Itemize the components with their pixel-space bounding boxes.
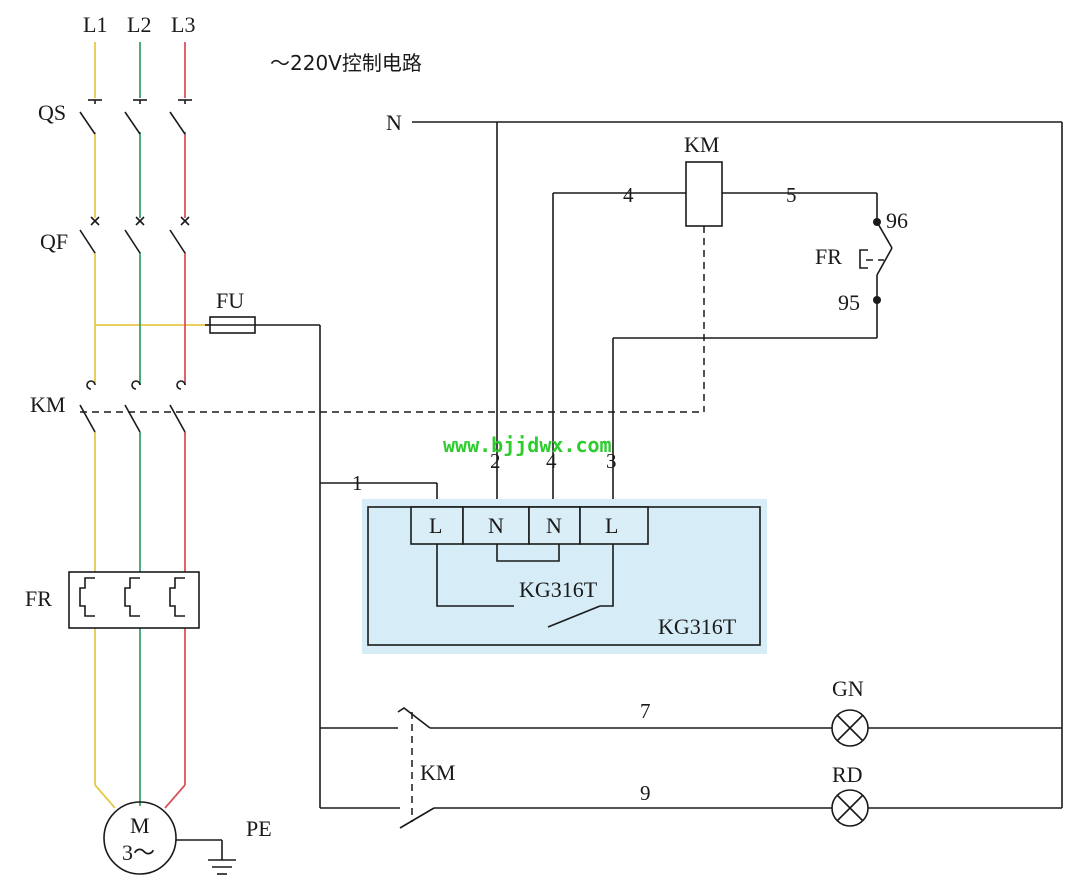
motor: M 3～ PE: [103, 801, 272, 875]
kg316t-terminals: L N N L: [410, 506, 649, 545]
wire-label-9: 9: [640, 781, 651, 805]
label-n: N: [386, 110, 402, 135]
label-qf: QF: [40, 229, 68, 254]
kg316t-outer-label: KG316T: [658, 614, 737, 639]
fuse-fu: FU: [205, 288, 320, 334]
qs-isolator: QS: [38, 99, 192, 135]
kg316t-module: L N N L KG316T KG316T: [362, 499, 767, 654]
label-km-main: KM: [30, 392, 65, 417]
terminal-n-1: N: [488, 513, 504, 538]
terminal-95-dot: [873, 296, 881, 304]
wire-label-4b: 4: [546, 449, 557, 473]
label-fr-power: FR: [25, 586, 52, 611]
label-rd: RD: [832, 762, 863, 787]
label-pe: PE: [246, 816, 272, 841]
phase-labels: L1 L2 L3: [83, 12, 195, 37]
kg316t-inner-label: KG316T: [519, 577, 598, 602]
terminal-n-2: N: [546, 513, 562, 538]
label-l2: L2: [127, 12, 151, 37]
label-l3: L3: [171, 12, 195, 37]
km-coil: [685, 161, 723, 227]
label-96: 96: [886, 208, 908, 233]
phase-l1-line: [94, 42, 210, 809]
motor-circle: [103, 801, 177, 875]
label-km-coil: KM: [684, 132, 719, 157]
wire-label-2: 2: [490, 449, 501, 473]
terminal-96-dot: [873, 218, 881, 226]
wire-label-3: 3: [606, 449, 617, 473]
label-fr-contact: FR: [815, 244, 842, 269]
qf-breaker: QF: [40, 216, 190, 254]
wire-label-1: 1: [352, 471, 363, 495]
wire-label-5: 5: [786, 183, 797, 207]
wire-label-4: 4: [623, 183, 634, 207]
label-km-aux: KM: [420, 760, 455, 785]
phase-l3-line: [164, 42, 186, 809]
motor-label: M: [130, 813, 150, 838]
fr-thermal-relay: FR: [25, 571, 200, 629]
mechanical-link: [80, 226, 705, 822]
label-gn: GN: [832, 676, 864, 701]
label-95: 95: [838, 290, 860, 315]
terminal-l-2: L: [605, 513, 618, 538]
control-circuit-title: ～220V控制电路: [270, 51, 422, 75]
label-fu: FU: [216, 288, 244, 313]
watermark: www.bjjdwx.com: [443, 433, 612, 457]
lamp-gn: GN: [831, 676, 869, 747]
label-l1: L1: [83, 12, 107, 37]
km-main-contacts: KM: [30, 380, 186, 433]
lamp-branches: KM 7 9 GN RD: [320, 676, 1062, 829]
terminal-l-1: L: [429, 513, 442, 538]
lamp-rd: RD: [831, 762, 869, 827]
neutral-bus: [412, 121, 1063, 808]
label-qs: QS: [38, 100, 66, 125]
wire-label-7: 7: [640, 699, 651, 723]
km-coil-branch: KM 4 5 96 95 FR: [552, 132, 908, 507]
motor-phase-label: 3～: [122, 840, 155, 865]
